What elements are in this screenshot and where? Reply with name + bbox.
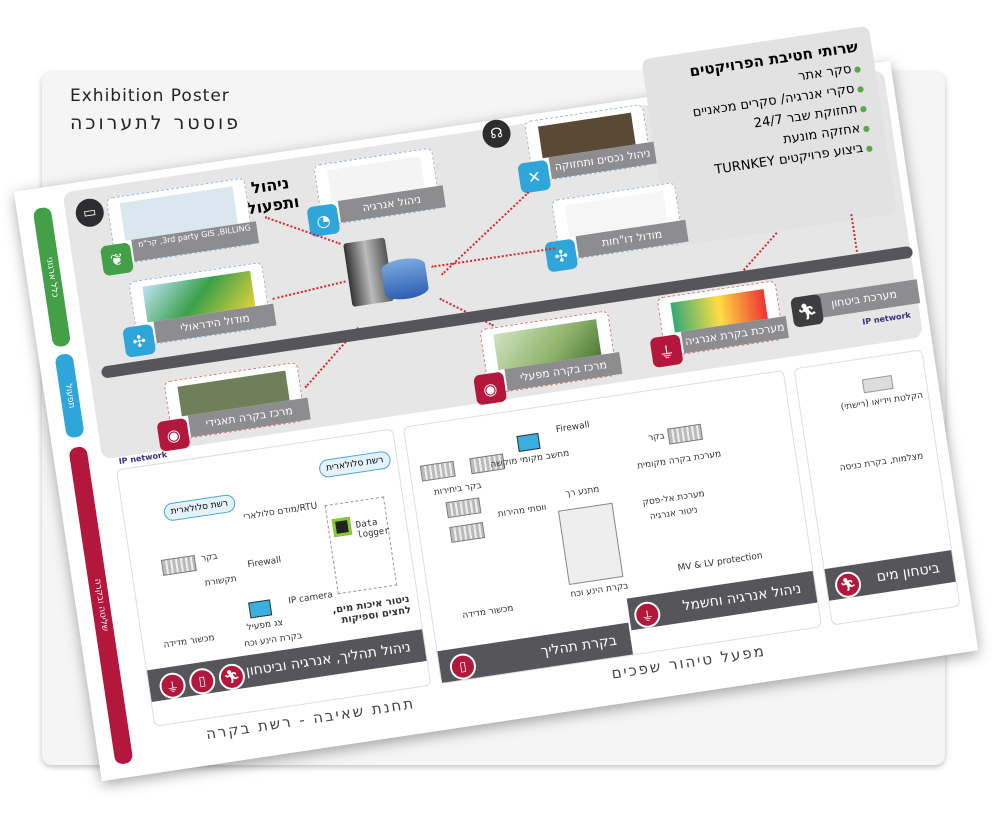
speed-label: ווסתי מהירות [497,502,548,520]
poster-title-he: פוסטר לתערוכה [70,112,241,134]
local-control-label: מערכת בקרה מקומית [636,449,722,472]
controller-label: בקר [200,551,219,565]
controller-icon [419,460,456,482]
firewall-label: Firewall [246,555,282,571]
firewall-label: Firewall [555,420,591,436]
nvr-label: הקלטת וידיאו (רישתי) [840,390,924,413]
panel-icon [248,599,273,619]
energy-monitor-label: ניטור אנרגיה [649,505,699,523]
plug-icon: ⏚ [649,333,684,369]
vfd-label: בקרת הינע וכח [569,581,630,600]
ip-camera-label: IP camera [287,590,334,607]
side-label-enterprise: כלל ארגוני [32,206,72,348]
meter-label: מכשור מדידה [162,633,216,651]
eye-icon: ◉ [156,417,191,452]
puzzle-icon: ✣ [122,323,157,358]
data-logger-box [324,496,398,595]
running-man-icon: 🏃︎ [790,293,825,328]
water-quality-label: ניטור איכות מים, לחצים וספיקות [331,593,412,626]
controller-icon [445,497,482,519]
vfd-label: בקרת הינע וכח [243,631,303,650]
mcc-cabinet-icon [557,502,624,586]
cameras-label: מצלמות, בקרת כניסה [839,451,924,474]
controller-icon [449,522,486,543]
section-security: הקלטת וידיאו (רישתי) מצלמות, בקרת כניסה … [793,349,961,626]
puzzle-icon: ✣ [544,238,579,273]
controller-label: בקר [647,431,666,444]
section-treatment-plant: Firewall בקר ביתירות מחשב מקומי מוקשה וו… [402,369,823,684]
soft-starter-label: מתנע רך [564,484,601,500]
nvr-icon [861,375,894,394]
cellular-cloud: רשת סלולארית [162,493,237,522]
controller-icon [667,423,704,445]
rtu-label: RTU/מודם סלולארי [242,501,319,523]
controller-icon [160,555,197,576]
leaf-icon: ❦ [99,242,134,277]
side-label-operations: תפעול [54,352,85,439]
data-logger-icon [331,516,353,538]
section-pumping: רשת סלולארית רשת סלולארית RTU/מודם סלולא… [116,428,432,727]
tools-icon: ✕ [517,159,552,194]
poster-title-en: Exhibition Poster [70,86,230,106]
pc-icon [516,432,541,452]
mv-lv-label: MV & LV protection [677,551,764,574]
meter-label: מכשור מדידה [461,603,515,622]
redundant-plc-label: בקר ביתירות [433,480,483,498]
comm-label: תקשורת [204,574,238,589]
eye-icon: ◉ [473,371,508,406]
cellular-cloud: רשת סלולארית [317,450,392,479]
rugged-pc-label: מחשב מקומי מוקשה [489,448,570,471]
panel-label: צג מפעיל [246,617,284,634]
